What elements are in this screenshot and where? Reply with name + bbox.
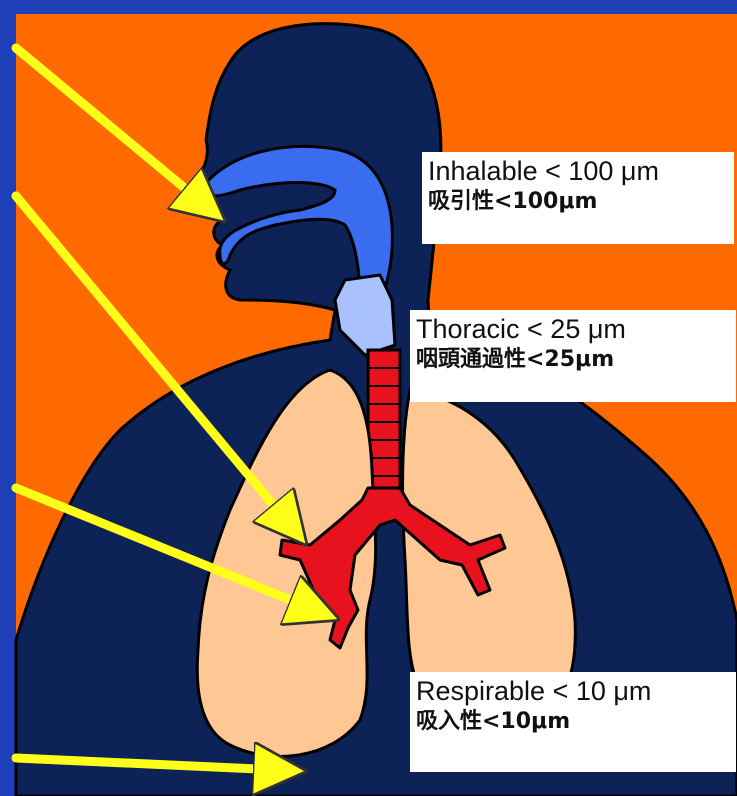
respirable-japanese: 吸入性<10μm xyxy=(416,709,730,734)
inhalable-label: Inhalable < 100 μm 吸引性<100μm xyxy=(422,152,734,244)
inhalable-english: Inhalable < 100 μm xyxy=(428,156,728,187)
thoracic-label: Thoracic < 25 μm 咽頭通過性<25μm xyxy=(410,310,736,402)
respirable-english: Respirable < 10 μm xyxy=(416,676,730,707)
inhalable-japanese: 吸引性<100μm xyxy=(428,189,728,214)
thoracic-japanese: 咽頭通過性<25μm xyxy=(416,347,730,372)
respirable-label: Respirable < 10 μm 吸入性<10μm xyxy=(410,672,736,772)
thoracic-english: Thoracic < 25 μm xyxy=(416,314,730,345)
